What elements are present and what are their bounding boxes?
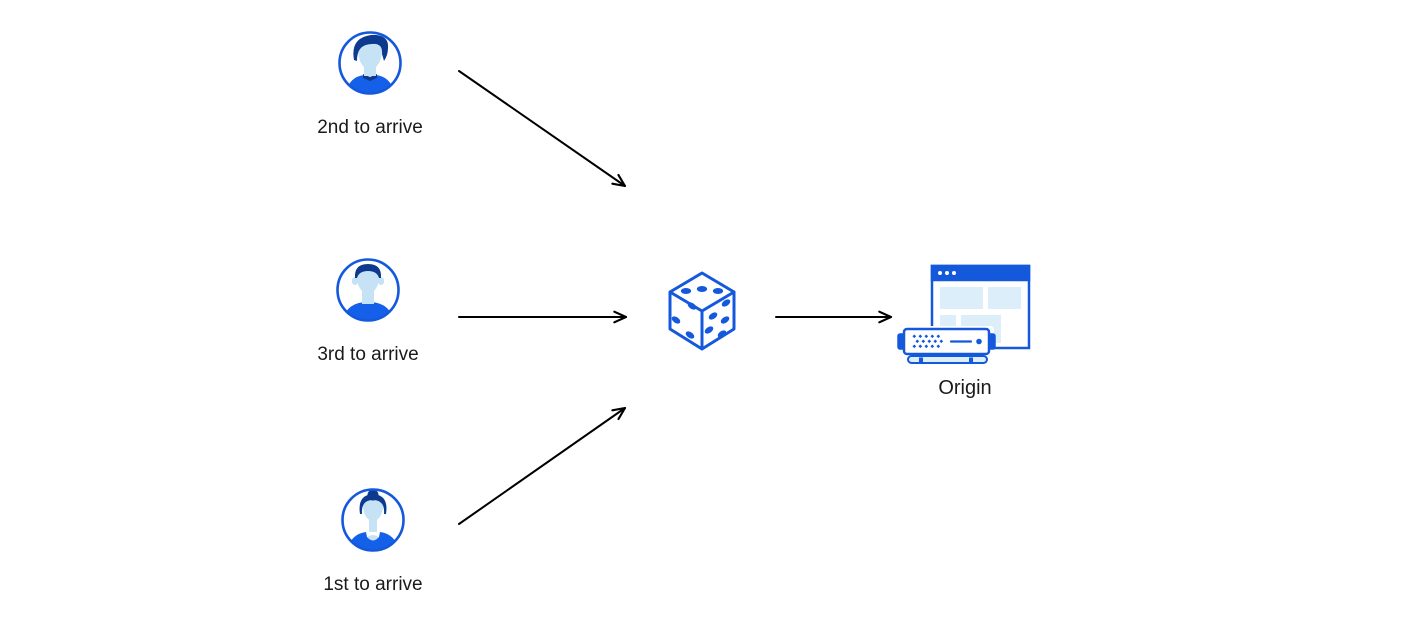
user-label: 1st to arrive (323, 574, 423, 595)
server-icon (897, 326, 996, 364)
origin-browser-and-server-icon (897, 264, 1031, 364)
user-node-1st-to-arrive: 1st to arrive (293, 487, 453, 596)
user-node-3rd-to-arrive: 3rd to arrive (288, 257, 448, 366)
user-label: 3rd to arrive (317, 344, 419, 365)
man-flat-top-avatar-icon (336, 258, 400, 322)
arrow-user2-to-dice (458, 70, 627, 188)
arrow-user1-to-dice (458, 406, 627, 525)
man-side-part-avatar-icon (338, 31, 402, 95)
user-label: 2nd to arrive (317, 117, 423, 138)
origin-node: Origin (885, 256, 1045, 400)
dice-icon (668, 271, 736, 351)
user-node-2nd-to-arrive: 2nd to arrive (290, 30, 450, 139)
woman-bun-avatar-icon (341, 488, 405, 552)
origin-label: Origin (938, 377, 992, 399)
